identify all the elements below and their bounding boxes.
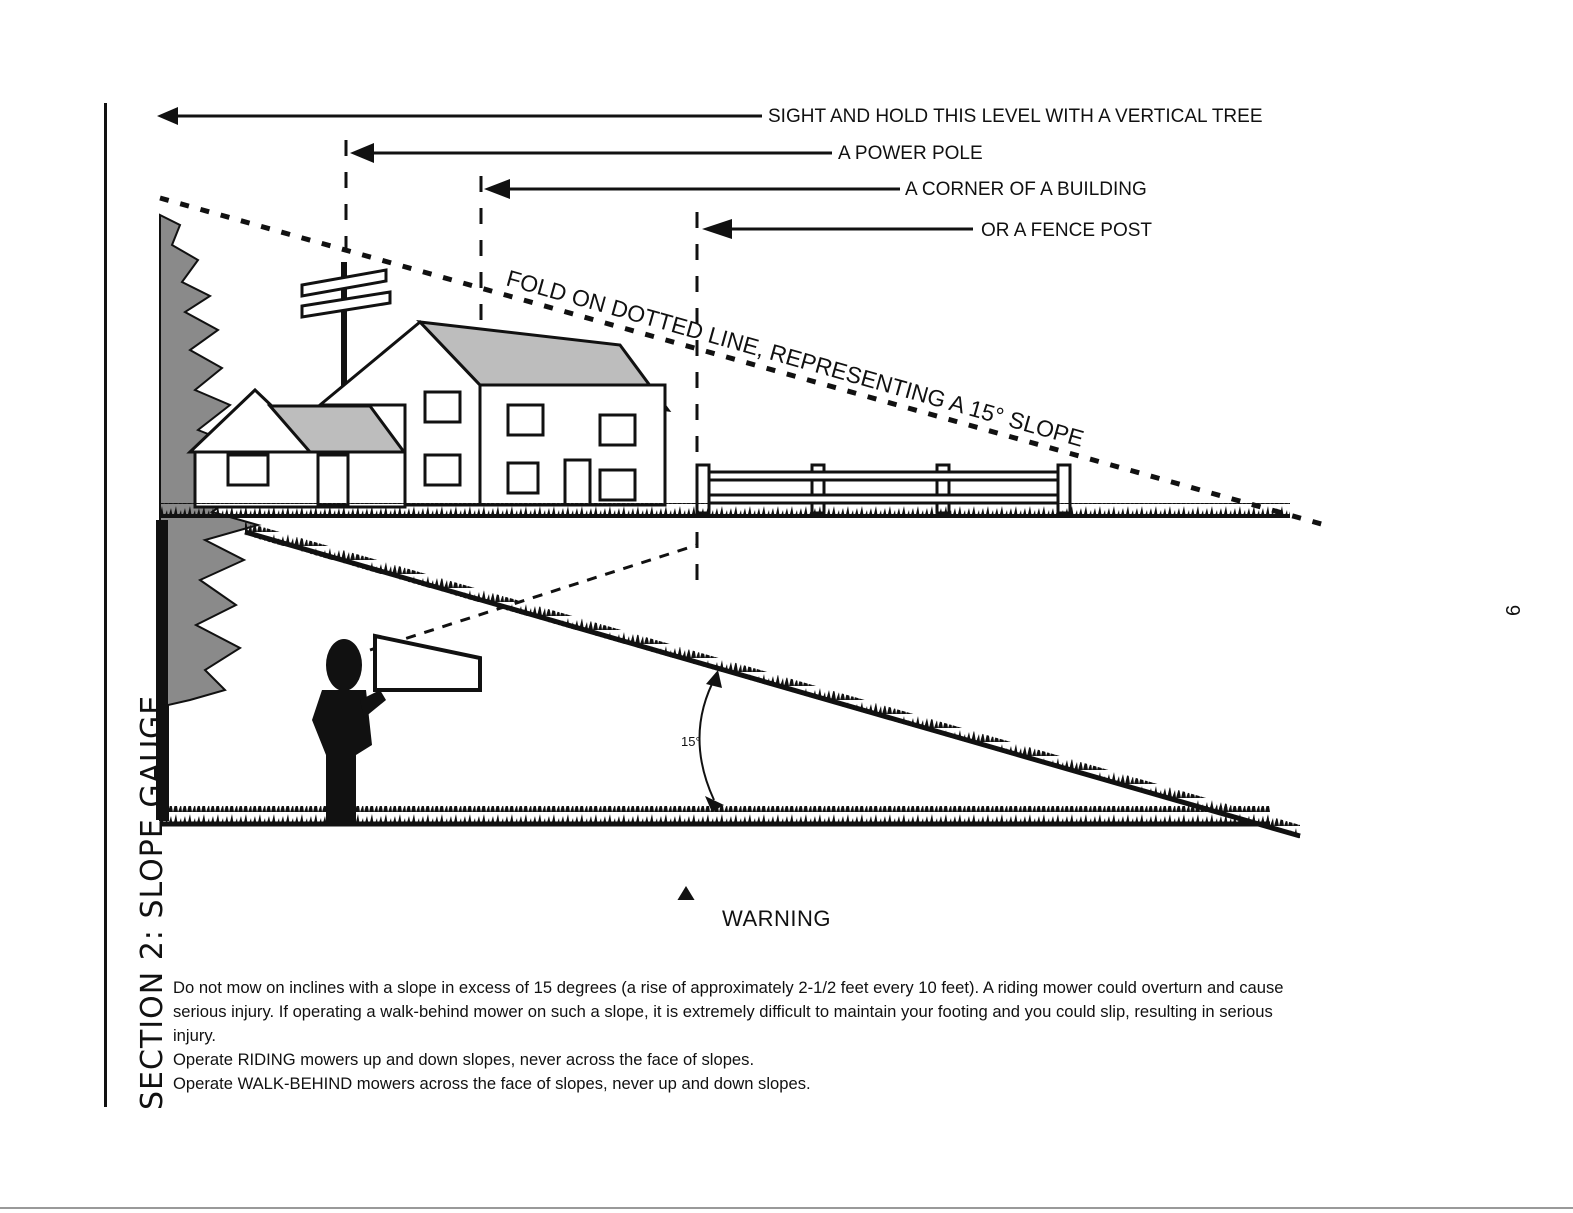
sight-label-power-pole: A POWER POLE <box>838 143 983 164</box>
warning-paragraph: Do not mow on inclines with a slope in e… <box>173 978 1284 1045</box>
warning-triangle-icon <box>677 886 695 900</box>
horizon-ground <box>160 503 1290 518</box>
sight-line <box>369 543 698 652</box>
sight-label-tree: SIGHT AND HOLD THIS LEVEL WITH A VERTICA… <box>768 106 1263 127</box>
sight-arrow-fence-post <box>702 219 973 239</box>
warning-title: WARNING <box>722 906 832 931</box>
sight-label-building: A CORNER OF A BUILDING <box>905 179 1147 200</box>
slope-gauge-card <box>373 633 482 692</box>
sloped-ground <box>244 522 1301 839</box>
sight-arrow-building <box>484 179 900 199</box>
angle-arc <box>698 670 724 812</box>
left-margin-rule <box>104 103 107 1107</box>
person-silhouette <box>312 639 386 822</box>
warning-body: Do not mow on inclines with a slope in e… <box>173 976 1313 1096</box>
fold-line <box>159 195 1326 528</box>
walk-behind-mower-instruction: Operate WALK-BEHIND mowers across the fa… <box>173 1074 811 1093</box>
bottom-rule <box>0 1207 1573 1209</box>
vertical-guides <box>344 140 699 585</box>
sight-arrow-power-pole <box>350 143 832 163</box>
slope-gauge-figure: SIGHT AND HOLD THIS LEVEL WITH A VERTICA… <box>156 106 1326 900</box>
riding-mower-instruction: Operate RIDING mowers up and down slopes… <box>173 1050 755 1069</box>
sight-arrow-tree <box>157 107 762 125</box>
house-large <box>315 319 672 507</box>
house-small <box>186 387 407 509</box>
angle-label: 15° <box>681 734 701 749</box>
sight-label-fence-post: OR A FENCE POST <box>981 220 1152 241</box>
level-ground <box>160 806 1270 827</box>
